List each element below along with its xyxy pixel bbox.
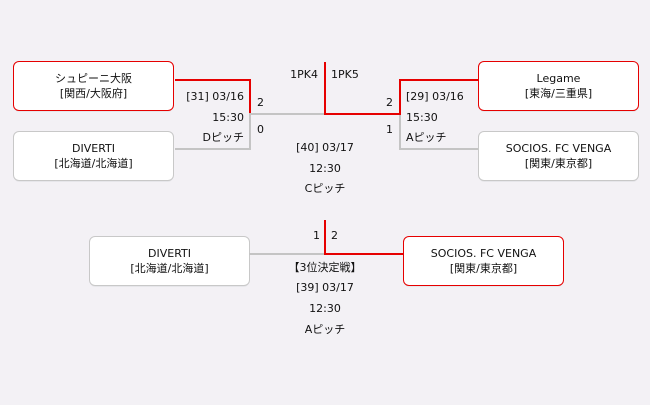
bracket-line [175,79,251,81]
match-number: [39] 03/17 [296,281,354,294]
team-region: [北海道/北海道] [130,262,209,275]
final-score-left: 1PK4 [290,68,318,81]
bracket-line [249,113,325,115]
team-name: DIVERTI [72,142,115,155]
team-region: [関東/東京都] [524,157,593,170]
team-name: SOCIOS. FC VENGA [505,142,612,155]
team-box-shupini-osaka[interactable]: シュピーニ大阪 [関西/大阪府] [13,61,174,111]
bracket-line [324,253,403,255]
bracket-line [324,220,326,255]
bracket-line [175,148,251,150]
team-region: [東海/三重県] [524,87,593,100]
match-time: 15:30 [406,111,438,124]
bracket-line [249,253,325,255]
match-number: [31] 03/16 [186,90,244,103]
bracket-line [249,115,251,150]
final-score-right: 1PK5 [331,68,359,81]
match-time: 12:30 [309,302,341,315]
team-region: [関西/大阪府] [59,87,128,100]
team-box-diverti-third[interactable]: DIVERTI [北海道/北海道] [89,236,250,286]
match-number: [29] 03/16 [406,90,464,103]
score: 1 [313,229,320,242]
team-box-diverti[interactable]: DIVERTI [北海道/北海道] [13,131,174,181]
score: 2 [331,229,338,242]
match-pitch: Aピッチ [406,131,447,144]
bracket-line [399,79,401,115]
bracket-line [324,62,326,115]
team-box-socios-fc-venga[interactable]: SOCIOS. FC VENGA [関東/東京都] [478,131,639,181]
team-box-legame[interactable]: Legame [東海/三重県] [478,61,639,111]
team-region: [北海道/北海道] [54,157,133,170]
bracket-line [399,79,478,81]
team-name: SOCIOS. FC VENGA [430,247,537,260]
team-name: Legame [536,72,581,85]
team-box-socios-third[interactable]: SOCIOS. FC VENGA [関東/東京都] [403,236,564,286]
score: 2 [257,96,264,109]
bracket-line [324,113,401,115]
match-pitch: Dピッチ [202,131,244,144]
team-name: シュピーニ大阪 [55,72,132,85]
match-pitch: Cピッチ [304,182,346,195]
match-time: 15:30 [212,111,244,124]
team-region: [関東/東京都] [449,262,518,275]
score: 2 [386,96,393,109]
third-place-title: 【3位決定戦】 [288,261,362,274]
bracket-line [399,115,401,150]
match-number: [40] 03/17 [296,141,354,154]
match-time: 12:30 [309,162,341,175]
bracket-line [249,79,251,115]
score: 1 [386,123,393,136]
score: 0 [257,123,264,136]
bracket-line [399,148,478,150]
match-pitch: Aピッチ [304,323,346,336]
team-name: DIVERTI [148,247,191,260]
